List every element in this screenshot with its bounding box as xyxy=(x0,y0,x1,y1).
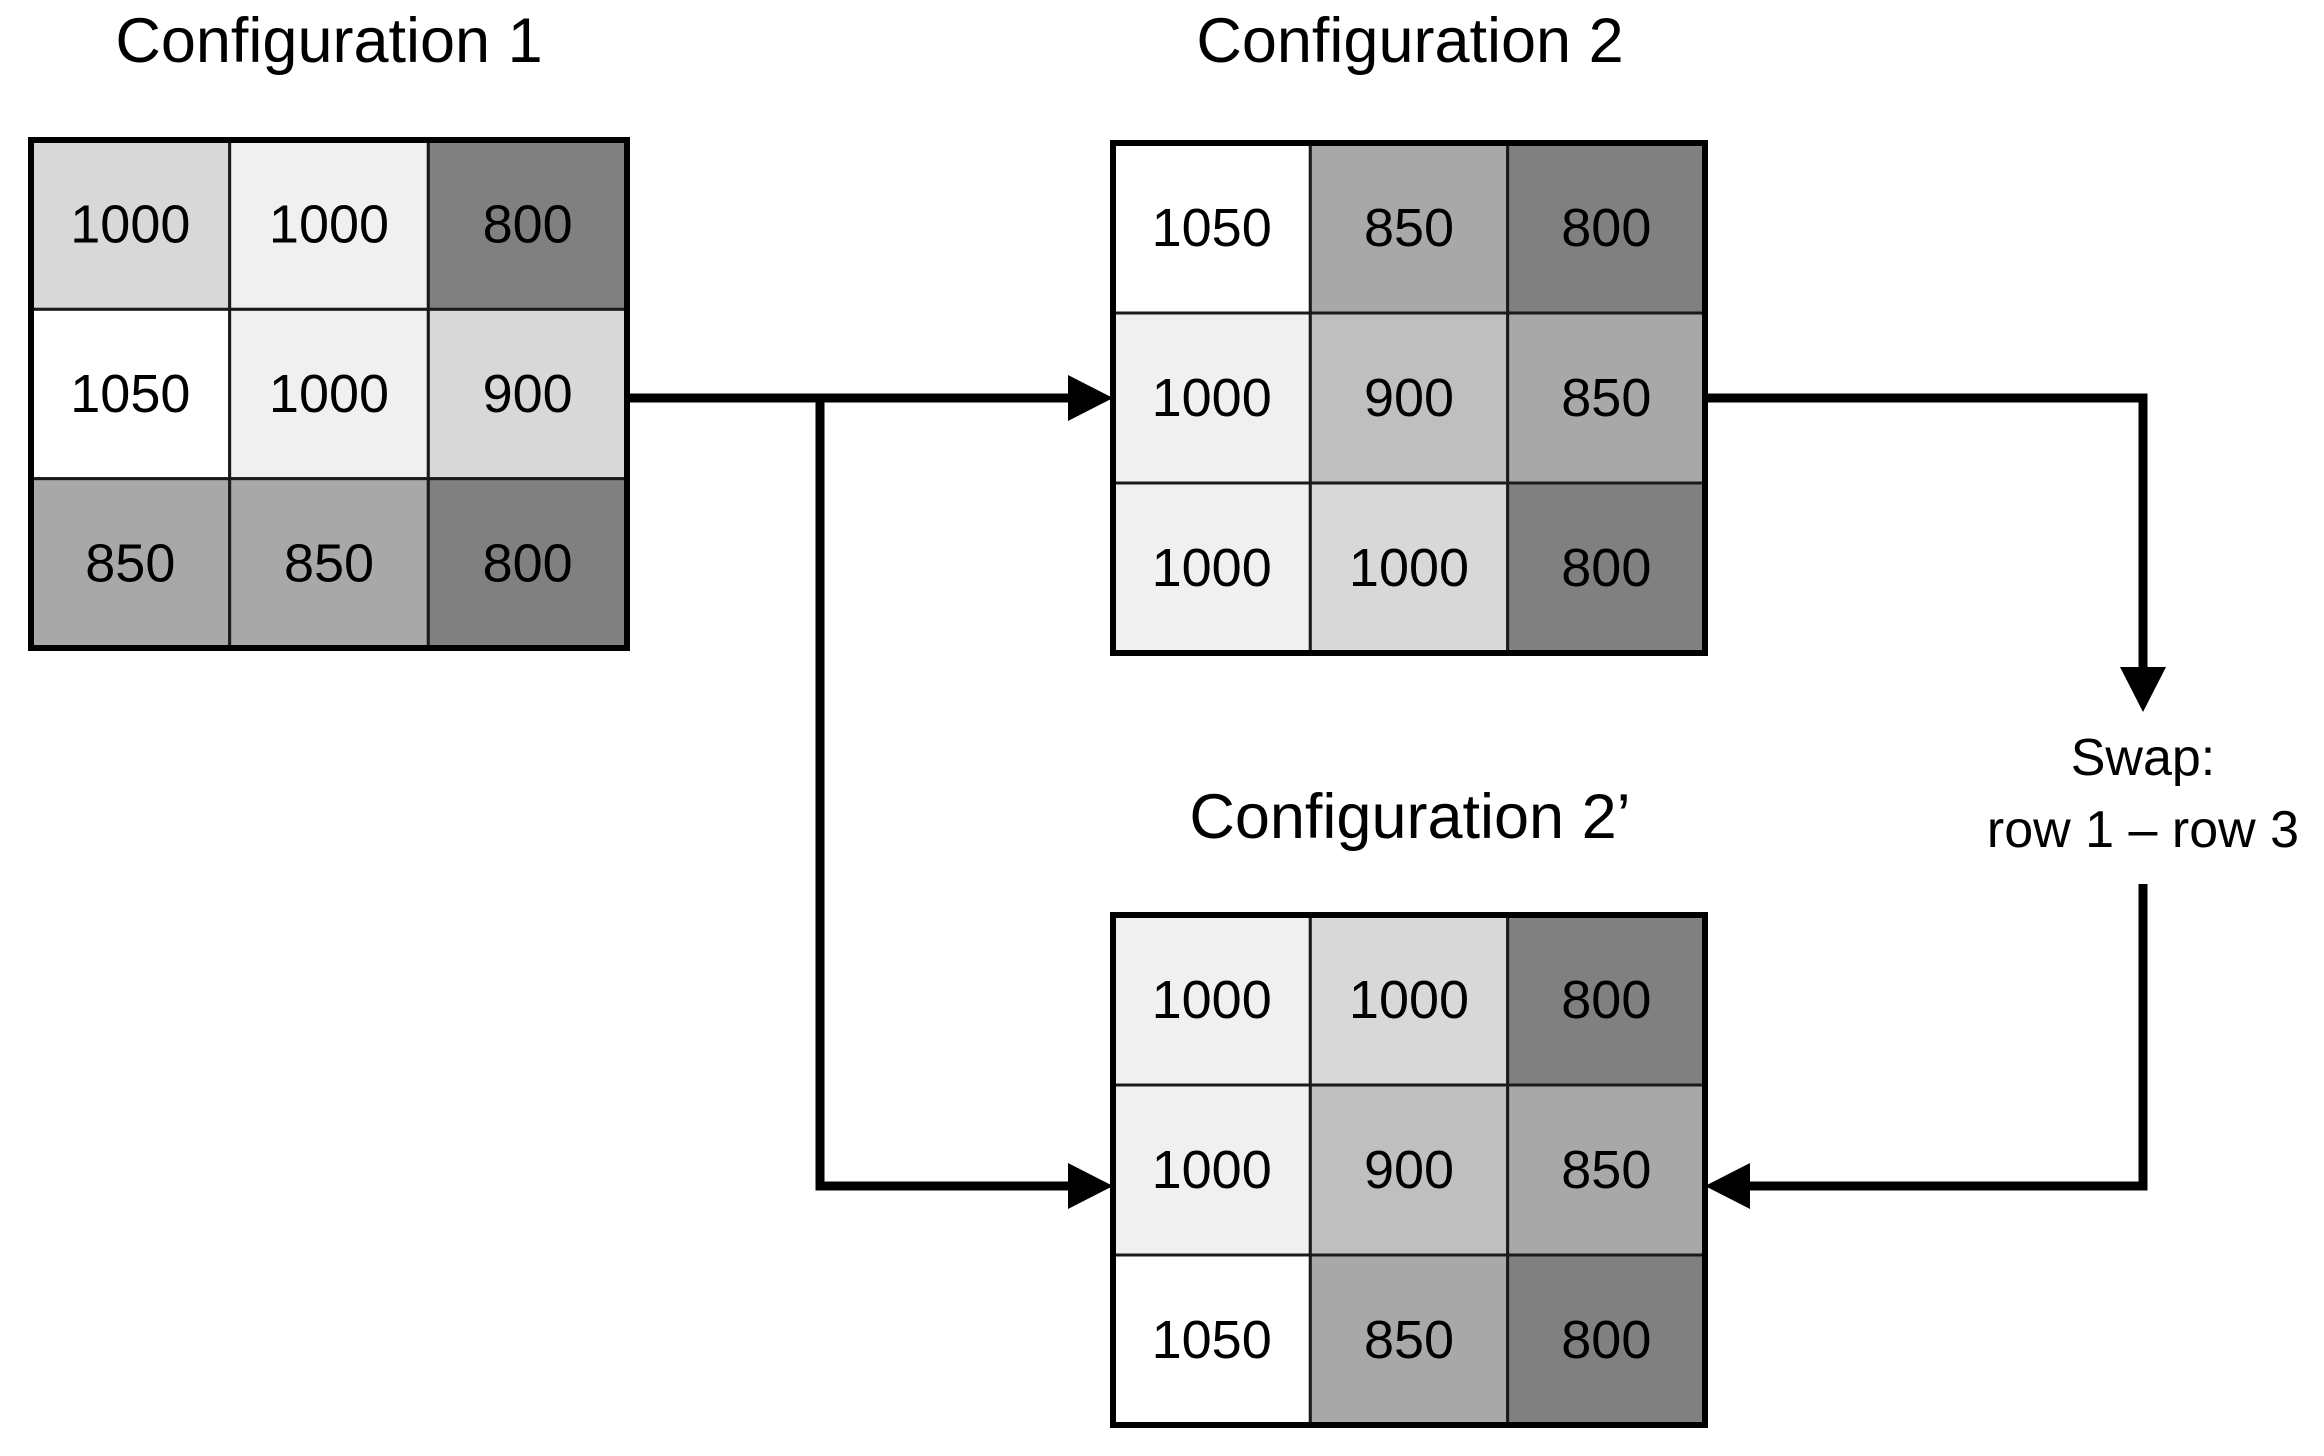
arrow-config1-to-config2prime-head xyxy=(1068,1163,1113,1209)
cell-c2-r2-c3 xyxy=(1506,311,1707,485)
arrow-swap-to-config2prime-line xyxy=(1728,884,2148,1191)
grid-title-configuration-2-prime: Configuration 2’ xyxy=(1189,782,1630,852)
cell-c1-r2-c3 xyxy=(426,307,629,481)
cell-value-c1-r2-c3: 900 xyxy=(483,364,573,424)
grid-outline-configuration-2-prime xyxy=(1110,912,1708,1428)
arrow-swap-to-config2prime-head xyxy=(1705,1163,1750,1209)
cell-value-c2-r3-c3: 800 xyxy=(1561,538,1651,598)
cell-c2-r1-c1 xyxy=(1111,141,1312,315)
swap-note: Swap: row 1 – row 3 xyxy=(1987,729,2299,859)
arrow-config1-to-config2prime-line xyxy=(815,398,1090,1191)
cell-value-c2p-r2-c2: 900 xyxy=(1364,1140,1454,1200)
cell-c2p-r1-c2 xyxy=(1308,913,1510,1087)
cell-value-c2p-r2-c1: 1000 xyxy=(1152,1140,1272,1200)
cell-c1-r3-c2 xyxy=(228,477,430,650)
cell-value-c2p-r1-c2: 1000 xyxy=(1349,970,1469,1030)
cell-value-c2-r2-c2: 900 xyxy=(1364,368,1454,428)
cell-value-c1-r2-c2: 1000 xyxy=(269,364,389,424)
cell-value-c1-r3-c2: 850 xyxy=(284,533,374,593)
cell-c2-r2-c2 xyxy=(1308,311,1510,485)
cell-c2-r3-c3 xyxy=(1506,481,1707,655)
cell-value-c1-r1-c1: 1000 xyxy=(70,195,190,255)
cell-value-c2p-r3-c2: 850 xyxy=(1364,1310,1454,1370)
cell-value-c2p-r2-c3: 850 xyxy=(1561,1140,1651,1200)
cell-c2p-r2-c1 xyxy=(1111,1083,1312,1257)
cell-value-c1-r1-c3: 800 xyxy=(483,195,573,255)
cell-c2p-r2-c3 xyxy=(1506,1083,1707,1257)
grid-configuration-2-prime: Configuration 2’ 1000 1000 800 1000 900 … xyxy=(1110,782,1708,1428)
cell-value-c2p-r1-c3: 800 xyxy=(1561,970,1651,1030)
grid-configuration-1: Configuration 1 1000 1000 800 1050 1000 … xyxy=(28,6,630,651)
cell-c2-r2-c1 xyxy=(1111,311,1312,485)
cell-value-c2-r2-c3: 850 xyxy=(1561,368,1651,428)
cell-value-c2-r3-c2: 1000 xyxy=(1349,538,1469,598)
cell-c2-r3-c1 xyxy=(1111,481,1312,655)
arrow-config2-to-swap-head xyxy=(2120,667,2166,712)
cell-value-c2p-r1-c1: 1000 xyxy=(1152,970,1272,1030)
cell-value-c2-r2-c1: 1000 xyxy=(1152,368,1272,428)
cell-c2p-r1-c3 xyxy=(1506,913,1707,1087)
cell-value-c2-r3-c1: 1000 xyxy=(1152,538,1272,598)
flow-connectors xyxy=(627,375,2166,1209)
cell-value-c2-r1-c3: 800 xyxy=(1561,198,1651,258)
cell-c2-r3-c2 xyxy=(1308,481,1510,655)
cell-value-c1-r3-c3: 800 xyxy=(483,533,573,593)
cell-value-c1-r1-c2: 1000 xyxy=(269,195,389,255)
arrow-config1-to-config2-head xyxy=(1068,375,1113,421)
cell-c1-r1-c1 xyxy=(29,138,232,311)
cell-c2-r1-c3 xyxy=(1506,141,1707,315)
grid-title-configuration-2: Configuration 2 xyxy=(1196,6,1623,76)
cell-value-c2-r1-c1: 1050 xyxy=(1152,198,1272,258)
cell-value-c2p-r3-c3: 800 xyxy=(1561,1310,1651,1370)
cell-value-c2-r1-c2: 850 xyxy=(1364,198,1454,258)
swap-note-line-1: Swap: xyxy=(2071,729,2216,787)
cell-c1-r1-c2 xyxy=(228,138,430,311)
swap-note-line-2: row 1 – row 3 xyxy=(1987,801,2299,859)
cell-value-c1-r2-c1: 1050 xyxy=(70,364,190,424)
grid-configuration-2: Configuration 2 1050 850 800 1000 900 85… xyxy=(1110,6,1708,656)
grid-title-configuration-1: Configuration 1 xyxy=(115,6,542,76)
cell-c2-r1-c2 xyxy=(1308,141,1510,315)
arrow-config2-to-swap-line xyxy=(1705,393,2148,680)
cell-value-c1-r3-c1: 850 xyxy=(85,533,175,593)
cell-value-c2p-r3-c1: 1050 xyxy=(1152,1310,1272,1370)
